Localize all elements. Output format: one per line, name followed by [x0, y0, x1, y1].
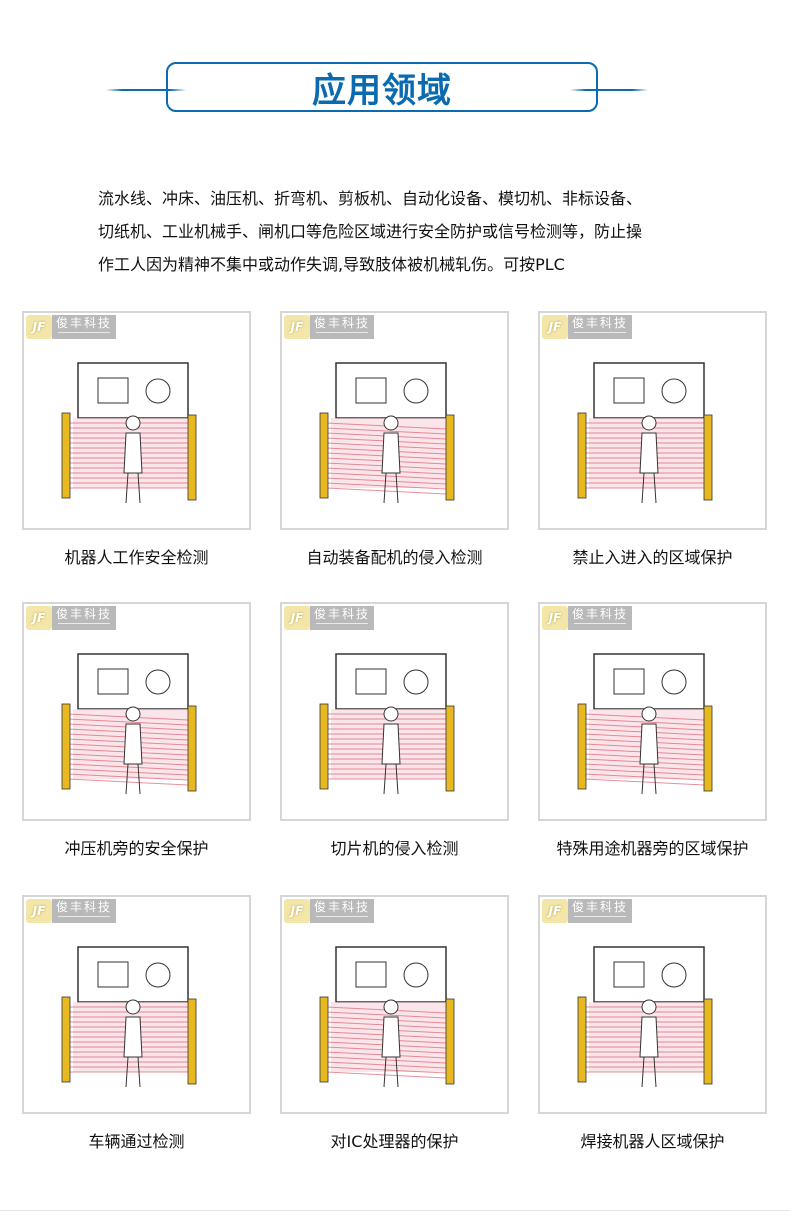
- application-illustration: [577, 946, 713, 1088]
- application-illustration: [61, 653, 197, 795]
- light-curtain-emitter: [577, 703, 587, 790]
- logo-mark-icon: JF: [284, 606, 310, 630]
- intro-line: 切纸机、工业机械手、闸机口等危险区域进行安全防护或信号检测等，防止操: [98, 222, 643, 241]
- brand-logo: JF 俊丰科技: [26, 315, 116, 339]
- logo-mark-icon: JF: [542, 315, 568, 339]
- card-caption: 焊接机器人区域保护: [580, 1132, 725, 1151]
- card-caption: 自动装备配机的侵入检测: [306, 548, 483, 567]
- light-curtain-receiver: [703, 414, 713, 501]
- light-curtain-receiver: [703, 705, 713, 792]
- logo-mark-icon: JF: [542, 606, 568, 630]
- intro-text: 流水线、冲床、油压机、折弯机、剪板机、自动化设备、模切机、非标设备、 切纸机、工…: [98, 182, 708, 281]
- light-curtain-emitter: [61, 703, 71, 790]
- logo-mark-icon: JF: [542, 899, 568, 923]
- application-illustration: [319, 653, 455, 795]
- intro-line: 作工人因为精神不集中或动作失调,导致肢体被机械轧伤。可按PLC: [98, 255, 565, 274]
- card-caption: 对IC处理器的保护: [330, 1132, 459, 1151]
- brand-logo: JF 俊丰科技: [284, 606, 374, 630]
- light-curtain-receiver: [445, 998, 455, 1085]
- application-illustration: [61, 946, 197, 1088]
- card-caption: 车辆通过检测: [88, 1132, 185, 1151]
- logo-mark-icon: JF: [26, 315, 52, 339]
- light-curtain-emitter: [61, 412, 71, 499]
- application-illustration: [319, 946, 455, 1088]
- application-card: JF 俊丰科技: [22, 602, 251, 821]
- card-caption: 特殊用途机器旁的区域保护: [556, 839, 749, 858]
- logo-name: 俊丰科技: [56, 316, 113, 330]
- brand-logo: JF 俊丰科技: [284, 899, 374, 923]
- application-card: JF 俊丰科技: [538, 311, 767, 530]
- section-title: 应用领域: [312, 70, 452, 111]
- light-curtain-receiver: [187, 414, 197, 501]
- application-illustration: [61, 362, 197, 504]
- application-card: JF 俊丰科技: [22, 311, 251, 530]
- brand-logo: JF 俊丰科技: [284, 315, 374, 339]
- application-illustration: [577, 653, 713, 795]
- light-curtain-emitter: [319, 703, 329, 790]
- light-curtain-receiver: [187, 705, 197, 792]
- light-curtain-receiver: [445, 414, 455, 501]
- card-caption: 切片机的侵入检测: [330, 839, 459, 858]
- application-card: JF 俊丰科技: [538, 895, 767, 1114]
- card-caption: 禁止入进入的区域保护: [572, 548, 733, 567]
- light-curtain-emitter: [319, 996, 329, 1083]
- card-caption: 冲压机旁的安全保护: [64, 839, 209, 858]
- application-card: JF 俊丰科技: [280, 311, 509, 530]
- application-card: JF 俊丰科技: [280, 895, 509, 1114]
- brand-logo: JF 俊丰科技: [26, 606, 116, 630]
- light-curtain-emitter: [577, 412, 587, 499]
- logo-name: 俊丰科技: [314, 900, 371, 914]
- application-card: JF 俊丰科技: [280, 602, 509, 821]
- light-curtain-receiver: [187, 998, 197, 1085]
- brand-logo: JF 俊丰科技: [26, 899, 116, 923]
- application-card: JF 俊丰科技: [22, 895, 251, 1114]
- logo-name: 俊丰科技: [572, 900, 629, 914]
- logo-name: 俊丰科技: [314, 607, 371, 621]
- logo-mark-icon: JF: [26, 899, 52, 923]
- section-title-box: 应用领域: [166, 62, 598, 112]
- application-illustration: [319, 362, 455, 504]
- brand-logo: JF 俊丰科技: [542, 606, 632, 630]
- logo-name: 俊丰科技: [56, 900, 113, 914]
- logo-name: 俊丰科技: [572, 316, 629, 330]
- title-line-left: [106, 89, 186, 91]
- bottom-divider: [0, 1210, 790, 1211]
- intro-line: 流水线、冲床、油压机、折弯机、剪板机、自动化设备、模切机、非标设备、: [98, 189, 643, 208]
- application-card: JF 俊丰科技: [538, 602, 767, 821]
- logo-mark-icon: JF: [284, 899, 310, 923]
- title-line-right: [570, 89, 648, 91]
- logo-name: 俊丰科技: [56, 607, 113, 621]
- light-curtain-receiver: [703, 998, 713, 1085]
- light-curtain-emitter: [577, 996, 587, 1083]
- light-curtain-receiver: [445, 705, 455, 792]
- logo-mark-icon: JF: [26, 606, 52, 630]
- card-caption: 机器人工作安全检测: [64, 548, 209, 567]
- logo-name: 俊丰科技: [314, 316, 371, 330]
- application-illustration: [577, 362, 713, 504]
- logo-mark-icon: JF: [284, 315, 310, 339]
- logo-name: 俊丰科技: [572, 607, 629, 621]
- brand-logo: JF 俊丰科技: [542, 315, 632, 339]
- light-curtain-emitter: [61, 996, 71, 1083]
- brand-logo: JF 俊丰科技: [542, 899, 632, 923]
- light-curtain-emitter: [319, 412, 329, 499]
